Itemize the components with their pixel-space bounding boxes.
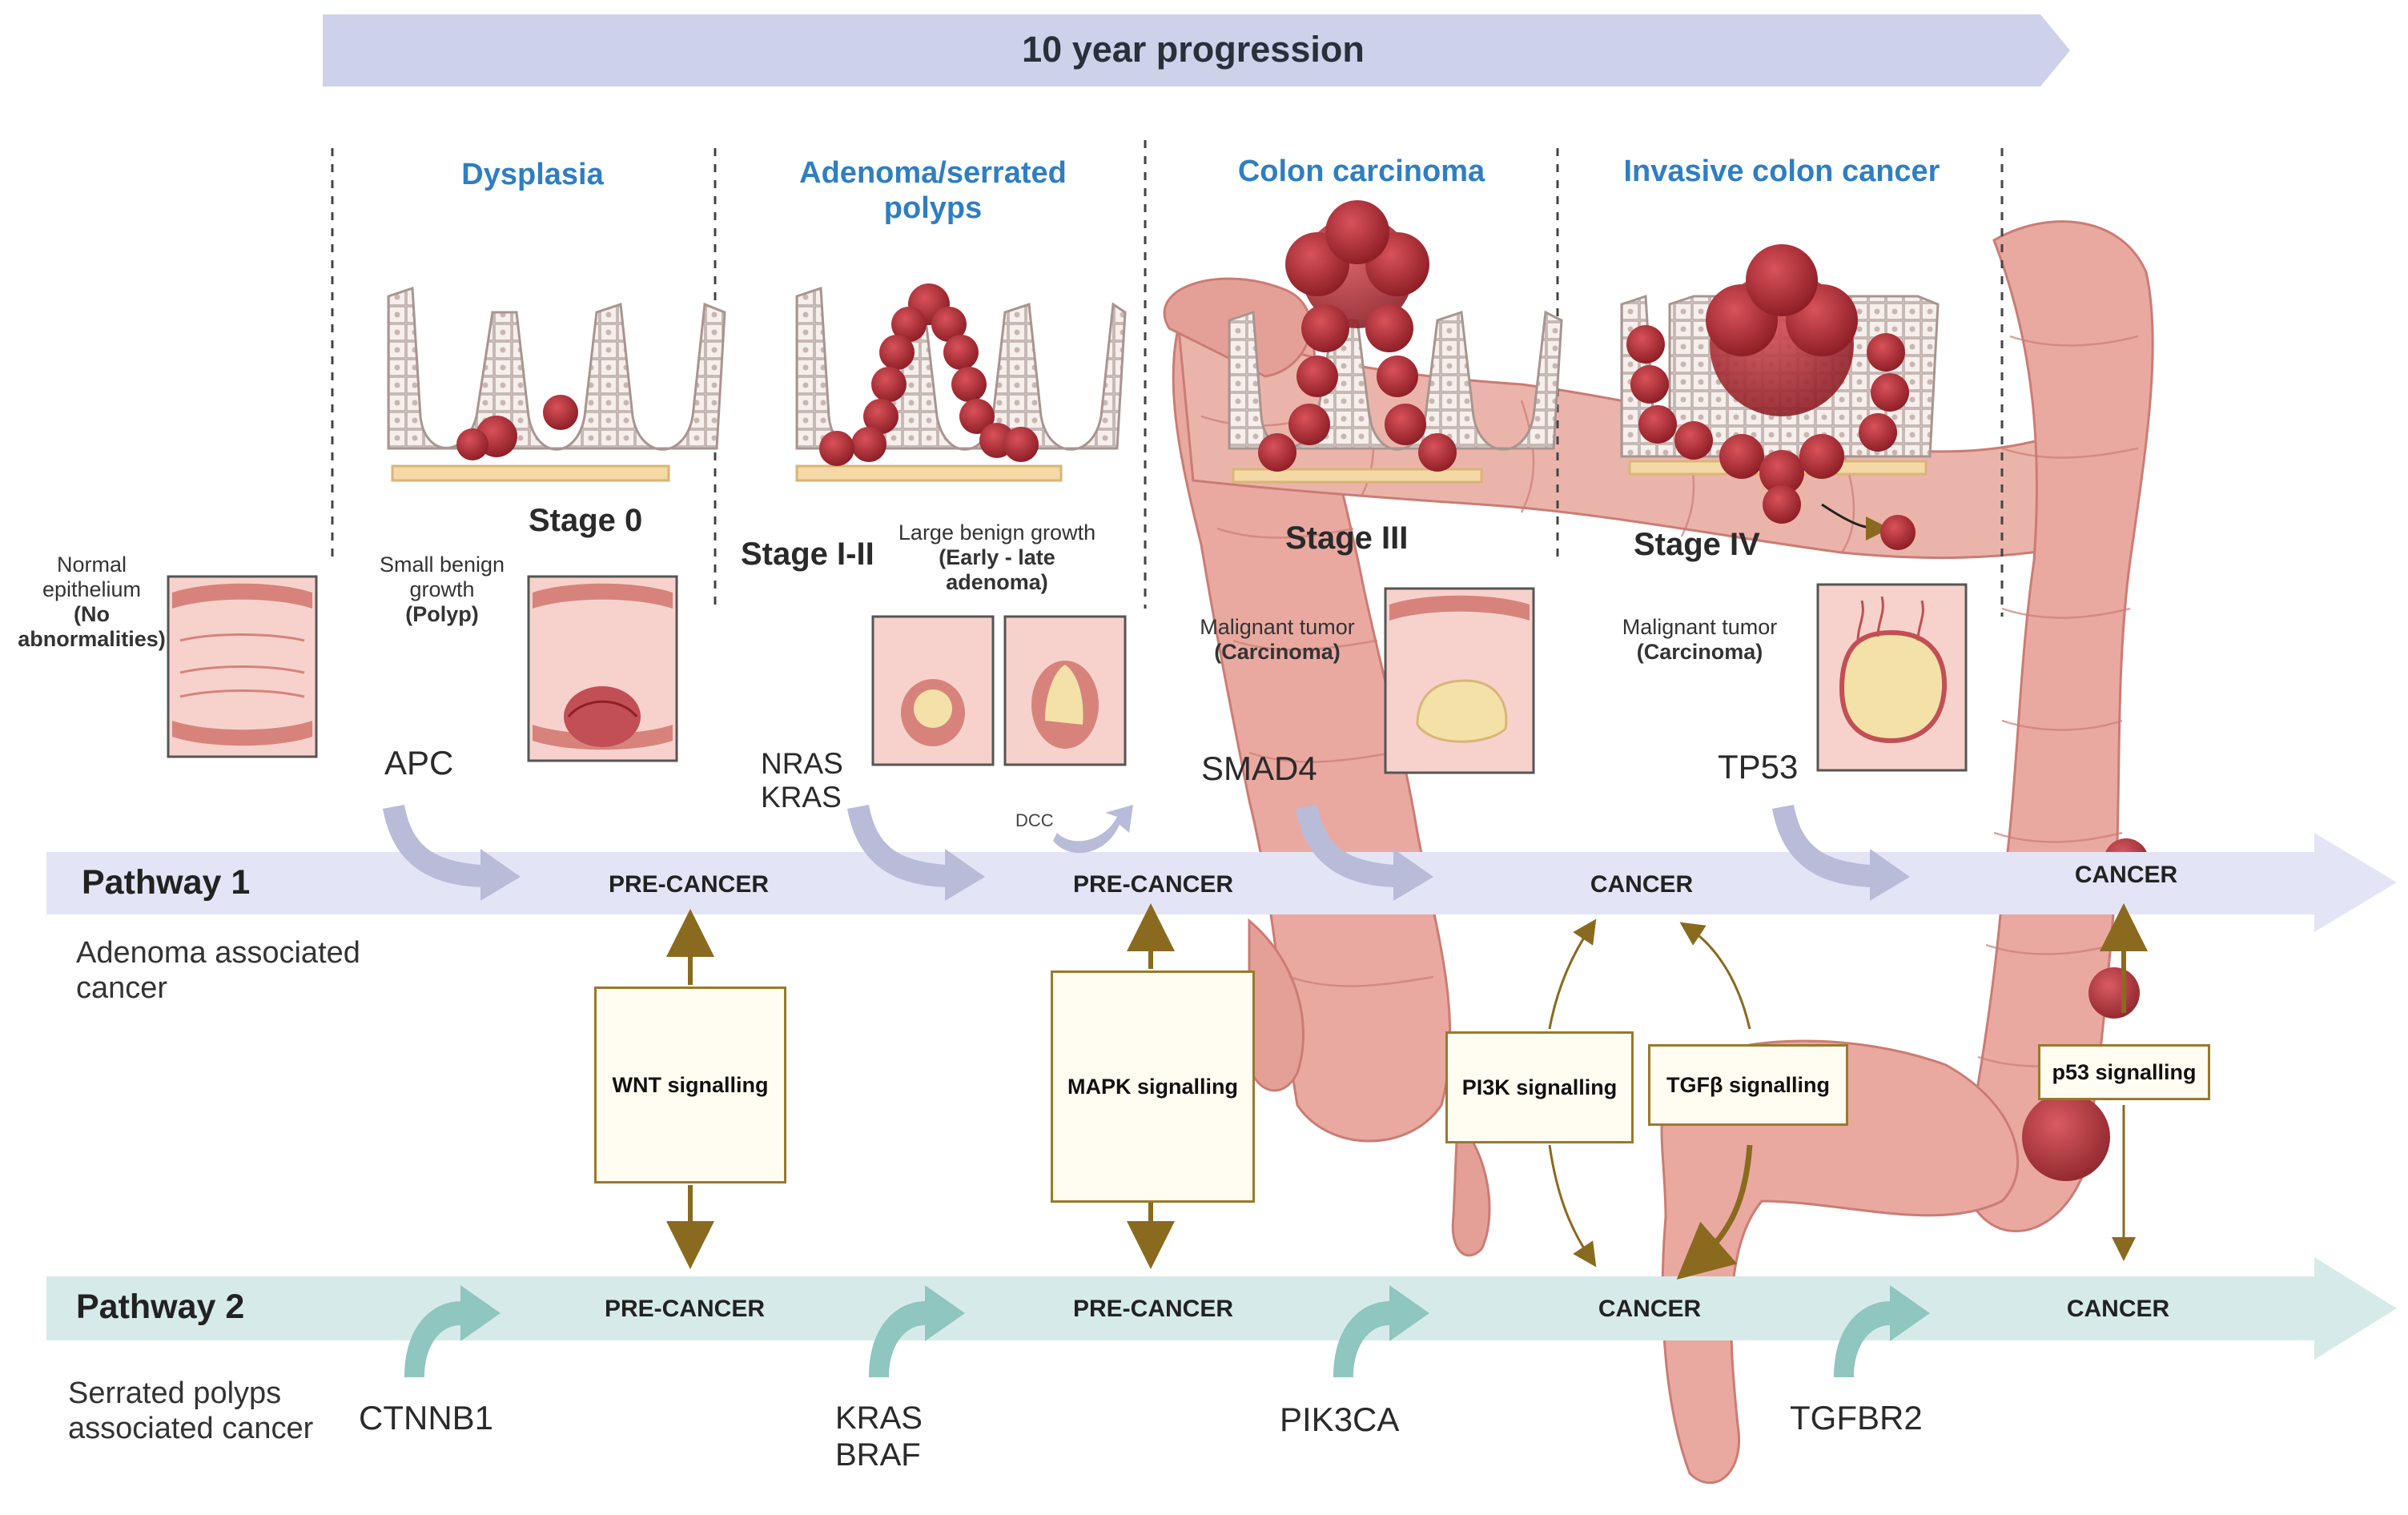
signal-box-p53: p53 signalling — [2038, 1044, 2210, 1100]
crypt-illustration-icon — [1620, 244, 1940, 550]
pathway1-node-4: CANCER — [2074, 862, 2178, 888]
colon-lumen-icon — [167, 575, 318, 758]
colon-lumen-icon — [1816, 583, 1968, 772]
pathway2-subtitle: Serrated polyps associated cancer — [68, 1376, 314, 1445]
desc-normal-bold: (No abnormalities) — [18, 602, 166, 651]
gene-apc: APC — [384, 744, 454, 782]
progression-banner-title: 10 year progression — [1022, 29, 1365, 70]
signal-box-wnt: WNT signalling — [594, 987, 786, 1183]
gene-nras-kras: NRAS KRAS — [761, 747, 843, 814]
pathway1-title: Pathway 1 — [82, 863, 251, 902]
desc-malignant-1-text: Malignant tumor — [1200, 615, 1355, 639]
stage-title-dysplasia: Dysplasia — [461, 158, 604, 191]
pathway2-title: Pathway 2 — [76, 1288, 245, 1326]
signal-box-pi3k: PI3K signalling — [1445, 1031, 1634, 1143]
desc-malignant-1: Malignant tumor (Carcinoma) — [1185, 615, 1369, 665]
gene-pik3ca: PIK3CA — [1280, 1400, 1400, 1438]
pathway2-node-4: CANCER — [2066, 1296, 2170, 1322]
signal-box-mapk: MAPK signalling — [1051, 970, 1255, 1203]
colon-lumen-icon — [871, 615, 995, 766]
pathway2-node-2: PRE-CANCER — [1072, 1296, 1233, 1322]
crypt-illustration-icon — [1228, 200, 1563, 484]
pathway1-node-3: CANCER — [1590, 871, 1694, 898]
desc-small-growth-bold: (Polyp) — [405, 602, 479, 626]
stage-title-adenoma: Adenoma/serrated polyps — [799, 156, 1067, 225]
gene-smad4: SMAD4 — [1201, 749, 1317, 787]
desc-malignant-2-bold: (Carcinoma) — [1636, 640, 1763, 664]
desc-normal: Normal epithelium (No abnormalities) — [18, 553, 166, 652]
desc-small-growth: Small benign growth (Polyp) — [370, 553, 514, 627]
stage-title-invasive: Invasive colon cancer — [1623, 155, 1940, 188]
pathway2-node-3: CANCER — [1598, 1296, 1702, 1322]
signal-arrows — [666, 903, 2148, 1280]
pathway2-band — [46, 1257, 2397, 1360]
desc-large-growth-bold: (Early - late adenoma) — [939, 545, 1055, 594]
desc-large-growth: Large benign growth (Early - late adenom… — [893, 520, 1101, 595]
progression-banner-arrow — [323, 14, 2070, 86]
tumor-cell-icon — [1880, 515, 1916, 550]
stage-label-0: Stage 0 — [529, 503, 643, 538]
pathway1-subtitle: Adenoma associated cancer — [76, 936, 360, 1005]
pathway1-node-2: PRE-CANCER — [1072, 871, 1233, 898]
gene-arrows-p2 — [404, 1285, 1930, 1377]
pathway1-node-1: PRE-CANCER — [608, 871, 769, 898]
stage-title-carcinoma: Colon carcinoma — [1237, 155, 1485, 188]
stage-label-4: Stage IV — [1634, 527, 1760, 562]
gene-dcc: DCC — [1015, 810, 1054, 830]
desc-normal-text: Normal epithelium — [42, 553, 142, 601]
desc-malignant-1-bold: (Carcinoma) — [1214, 640, 1341, 664]
gene-tgfbr2: TGFBR2 — [1790, 1399, 1923, 1437]
colon-lumen-icon — [1003, 615, 1127, 766]
gene-ctnnb1: CTNNB1 — [359, 1399, 494, 1437]
stage-label-3: Stage III — [1285, 520, 1409, 556]
pathway2-node-1: PRE-CANCER — [604, 1296, 765, 1322]
stage-label-1: Stage I-II — [741, 536, 874, 572]
signal-box-tgfb: TGFβ signalling — [1648, 1044, 1848, 1126]
desc-malignant-2-text: Malignant tumor — [1622, 615, 1778, 639]
crypt-illustration-icon — [387, 286, 726, 482]
gene-kras-braf: KRAS BRAF — [835, 1400, 923, 1473]
crypt-illustration-icon — [795, 283, 1127, 482]
gene-tp53: TP53 — [1718, 748, 1799, 786]
desc-large-growth-text: Large benign growth — [898, 520, 1096, 545]
desc-small-growth-text: Small benign growth — [379, 553, 505, 601]
colon-lumen-icon — [527, 575, 678, 762]
gene-arrows-p1 — [383, 805, 1910, 901]
desc-malignant-2: Malignant tumor (Carcinoma) — [1606, 615, 1794, 665]
colon-lumen-icon — [1384, 587, 1535, 774]
